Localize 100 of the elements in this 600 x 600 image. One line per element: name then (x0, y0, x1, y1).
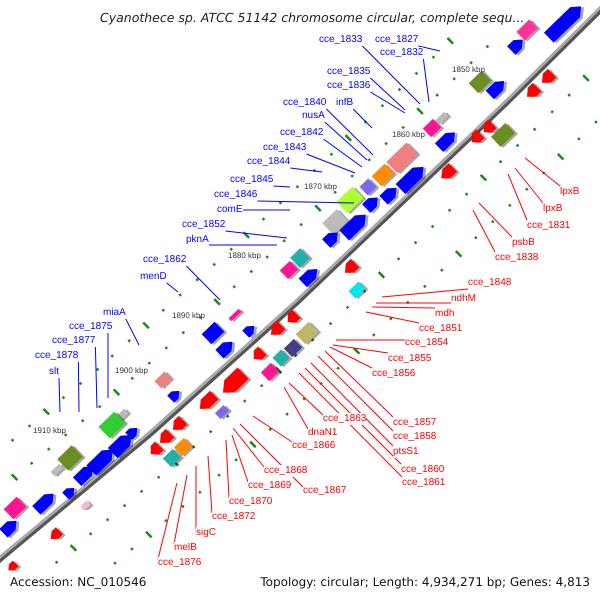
scale-label: 1900 kbp (115, 366, 148, 375)
gene-label: cce_1876 (158, 557, 202, 569)
gene-label: pknA (186, 234, 209, 246)
leader-line (352, 108, 372, 128)
gene-label: cce_1833 (319, 34, 362, 46)
leader-line (252, 416, 292, 442)
gene-label: cce_1840 (283, 97, 326, 109)
leader-line (332, 344, 388, 354)
gene-label: cce_1872 (212, 511, 256, 523)
leader-line (370, 78, 406, 110)
leader-line (186, 266, 220, 300)
leader-line (310, 362, 394, 446)
leader-line (372, 306, 436, 308)
gene-label: cce_1868 (264, 465, 308, 477)
leader-line (224, 230, 288, 238)
scale-label: 1860 kbp (392, 130, 425, 139)
leader-line (158, 482, 178, 560)
leader-line (284, 386, 308, 430)
gene-label: cce_1844 (247, 156, 290, 168)
leader-line (376, 302, 452, 304)
leader-line (524, 158, 560, 186)
gene-label: cce_1863 (323, 413, 366, 425)
leader-line (256, 200, 354, 204)
gene-label: cce_1860 (401, 464, 444, 476)
gene-label: cce_1856 (372, 368, 416, 380)
leader-line (306, 154, 356, 174)
gene-label: cce_1870 (229, 496, 272, 508)
gene-label: lpxB (560, 186, 580, 198)
gene-label: cce_1852 (182, 219, 226, 231)
leader-line (232, 434, 248, 482)
gene-label: cce_1831 (527, 220, 570, 232)
footer-text: Accession: NC_010546 (10, 575, 146, 589)
leader-line (322, 138, 362, 168)
leader-line (125, 318, 140, 346)
leader-line (366, 312, 420, 324)
gene-label: cce_1845 (230, 174, 274, 186)
gene-label: sigC (196, 527, 216, 539)
leader-line (324, 350, 394, 418)
gene-label: cce_1827 (375, 34, 418, 46)
leader-line (514, 168, 544, 204)
scale-label: 1890 kbp (172, 311, 205, 320)
gene-label: cce_1866 (292, 440, 336, 452)
leader-line (330, 346, 372, 368)
leader-line (362, 46, 420, 104)
gene-label: cce_1862 (143, 254, 186, 266)
leader-line (166, 282, 178, 292)
gene-label: cce_1877 (52, 335, 96, 347)
leader-line (478, 202, 512, 238)
gene-label: cce_1869 (248, 480, 292, 492)
gene-label: cce_1843 (263, 142, 306, 154)
gene-label: cce_1838 (495, 252, 538, 264)
scale-label: 1910 kbp (33, 426, 66, 435)
leader-line (94, 346, 98, 408)
gene-label: cce_1854 (405, 337, 448, 349)
leader-line (304, 368, 402, 464)
leader-line (290, 168, 322, 172)
leader-line (232, 428, 264, 468)
leader-line (272, 186, 290, 188)
leader-line (288, 382, 324, 416)
gene-label: cce_1878 (35, 350, 78, 362)
leader-line (174, 474, 188, 544)
gene-label: cce_1848 (468, 277, 512, 289)
gene-label: menD (140, 271, 167, 283)
leader-line (326, 108, 374, 156)
scale-label: 1870 kbp (304, 182, 337, 191)
leader-line (298, 372, 402, 478)
gene-label: psbB (512, 237, 535, 249)
gene-label: cce_1855 (388, 353, 432, 365)
gene-label: cce_1861 (402, 477, 446, 489)
gene-label: cce_1836 (327, 80, 370, 92)
leader-line (208, 244, 278, 246)
leader-line (370, 92, 406, 114)
gene-label: cce_1858 (393, 431, 436, 443)
gene-label: cce_1835 (327, 66, 370, 78)
leader-line (58, 378, 60, 412)
leader-line (208, 456, 212, 514)
leader-line (324, 122, 368, 160)
gene-label: cce_1832 (380, 47, 424, 59)
gene-label: nusA (302, 110, 325, 122)
leader-line (508, 174, 528, 220)
gene-label: cce_1867 (303, 485, 346, 497)
leader-line (422, 58, 430, 102)
gene-label: ptsS1 (393, 446, 419, 458)
leader-line (418, 46, 440, 52)
leader-line (472, 210, 496, 252)
gene-label: cce_1857 (393, 417, 436, 429)
leader-line (78, 362, 80, 412)
scale-label: 1850 kbp (452, 65, 485, 74)
gene-label: miaA (103, 307, 126, 319)
leader-line (382, 288, 468, 298)
title: Cyanothece sp. ATCC 51142 chromosome circular, complete sequ... (100, 10, 524, 25)
gene-label: cce_1851 (419, 323, 462, 335)
gene-label: cce_1842 (280, 127, 324, 139)
gene-label: cce_1846 (214, 189, 258, 201)
footer-text: Topology: circular; Length: 4,934,271 bp; Genes: 4,813 (260, 575, 590, 589)
gene-label: cce_1875 (69, 321, 112, 333)
gene-label: lpxB (543, 203, 562, 215)
leader-line (318, 356, 394, 432)
leader-line (226, 440, 230, 498)
scale-label: 1880 kbp (228, 251, 261, 260)
